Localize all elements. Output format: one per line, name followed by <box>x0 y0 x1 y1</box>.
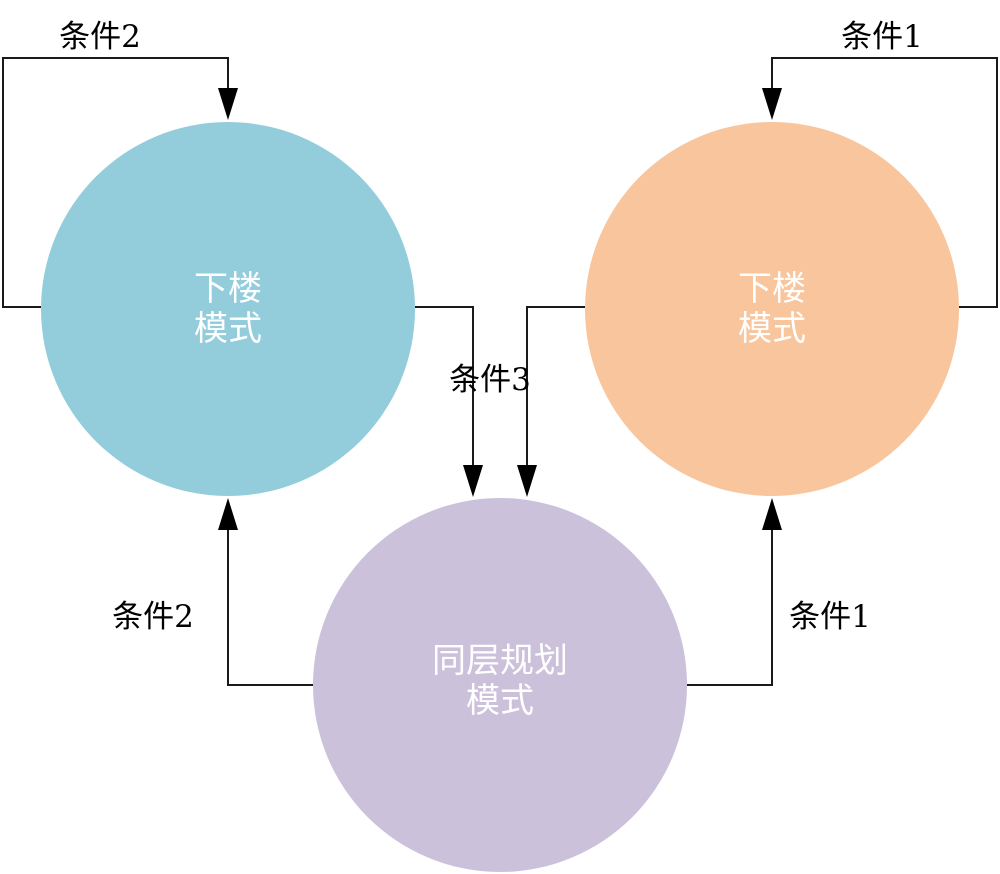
node-right-circle <box>585 122 959 496</box>
arrowhead-left-self-loop <box>218 88 238 120</box>
edge-right-self-loop <box>771 57 998 308</box>
edge-bottom-to-right <box>687 530 773 686</box>
node-right-label-line2: 模式 <box>738 309 806 349</box>
condition-label-top-left: 条件2 <box>59 19 141 55</box>
arrowhead-right-self-loop <box>762 88 782 120</box>
node-bottom-label-line1: 同层规划 <box>432 641 568 681</box>
edge-right-to-bottom <box>526 306 585 465</box>
node-left-label-line2: 模式 <box>194 309 262 349</box>
arrowhead-right-to-bottom <box>517 465 537 497</box>
arrowhead-bottom-to-right <box>762 498 782 530</box>
arrowhead-left-to-bottom <box>463 465 483 497</box>
node-left-circle <box>41 122 415 496</box>
node-bottom-label-line2: 模式 <box>466 681 534 721</box>
condition-label-bottom-left: 条件2 <box>112 599 194 635</box>
condition-label-center: 条件3 <box>449 362 531 398</box>
arrowhead-bottom-to-left <box>218 498 238 530</box>
node-right-label-line1: 下楼 <box>738 269 806 309</box>
node-left-label-line1: 下楼 <box>194 269 262 309</box>
edge-left-self-loop <box>2 57 229 308</box>
condition-label-top-right: 条件1 <box>841 19 923 55</box>
edge-left-to-bottom <box>415 306 474 465</box>
edge-bottom-to-left <box>227 530 313 686</box>
node-bottom-circle <box>313 498 687 872</box>
condition-label-bottom-right: 条件1 <box>789 599 871 635</box>
